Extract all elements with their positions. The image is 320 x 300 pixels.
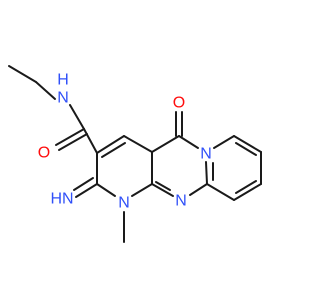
bond-ethyl-2 bbox=[35, 81, 56, 100]
atom-label-ring-o: O bbox=[173, 95, 185, 112]
atom-label-n-bridge: N bbox=[200, 146, 212, 163]
bond-imine-b bbox=[73, 177, 94, 191]
bond-c-amide-ring bbox=[83, 128, 98, 154]
bond-c6a-n bbox=[189, 183, 208, 196]
atom-label-nh-n: N bbox=[57, 90, 69, 107]
bond-c4a-c5 bbox=[151, 135, 180, 153]
bond-c9-c10-a bbox=[233, 183, 262, 201]
atom-label-imine-hn: HN bbox=[50, 191, 73, 208]
bond-c3-c4 bbox=[96, 135, 125, 154]
molecule-svg: N H O O N N N HN bbox=[8, 65, 262, 243]
bond-c4-c4a bbox=[123, 135, 153, 153]
atom-label-n-ring: N bbox=[175, 193, 187, 210]
bond-c9-c10-b bbox=[235, 180, 257, 194]
bond-c10a-n1 bbox=[131, 183, 153, 197]
bond-n6-c6a bbox=[205, 161, 208, 185]
bond-c-o-amide-b bbox=[58, 133, 88, 151]
atom-label-n-methyl: N bbox=[118, 195, 130, 212]
bond-c-o-amide-a bbox=[55, 128, 85, 146]
bond-n-c10a-b bbox=[155, 181, 171, 191]
bond-c10-c6a bbox=[206, 183, 235, 201]
bond-n1-c2 bbox=[96, 183, 116, 197]
bond-n-c10a-a bbox=[151, 183, 174, 197]
bond-ethyl-1 bbox=[8, 65, 37, 83]
bond-c7-c8-b bbox=[235, 142, 257, 156]
atom-label-nh-h: H bbox=[57, 72, 69, 89]
bond-c7-c8-a bbox=[233, 135, 262, 153]
bond-c3-c4-inner bbox=[101, 142, 126, 158]
bond-c5-n6 bbox=[178, 135, 199, 149]
bond-n6-c7 bbox=[213, 135, 235, 149]
atom-label-amide-o: O bbox=[38, 145, 50, 162]
bond-n-c-amide bbox=[69, 104, 85, 130]
structure-diagram: N H O O N N N HN bbox=[8, 65, 262, 243]
bond-imine-a bbox=[75, 183, 98, 198]
